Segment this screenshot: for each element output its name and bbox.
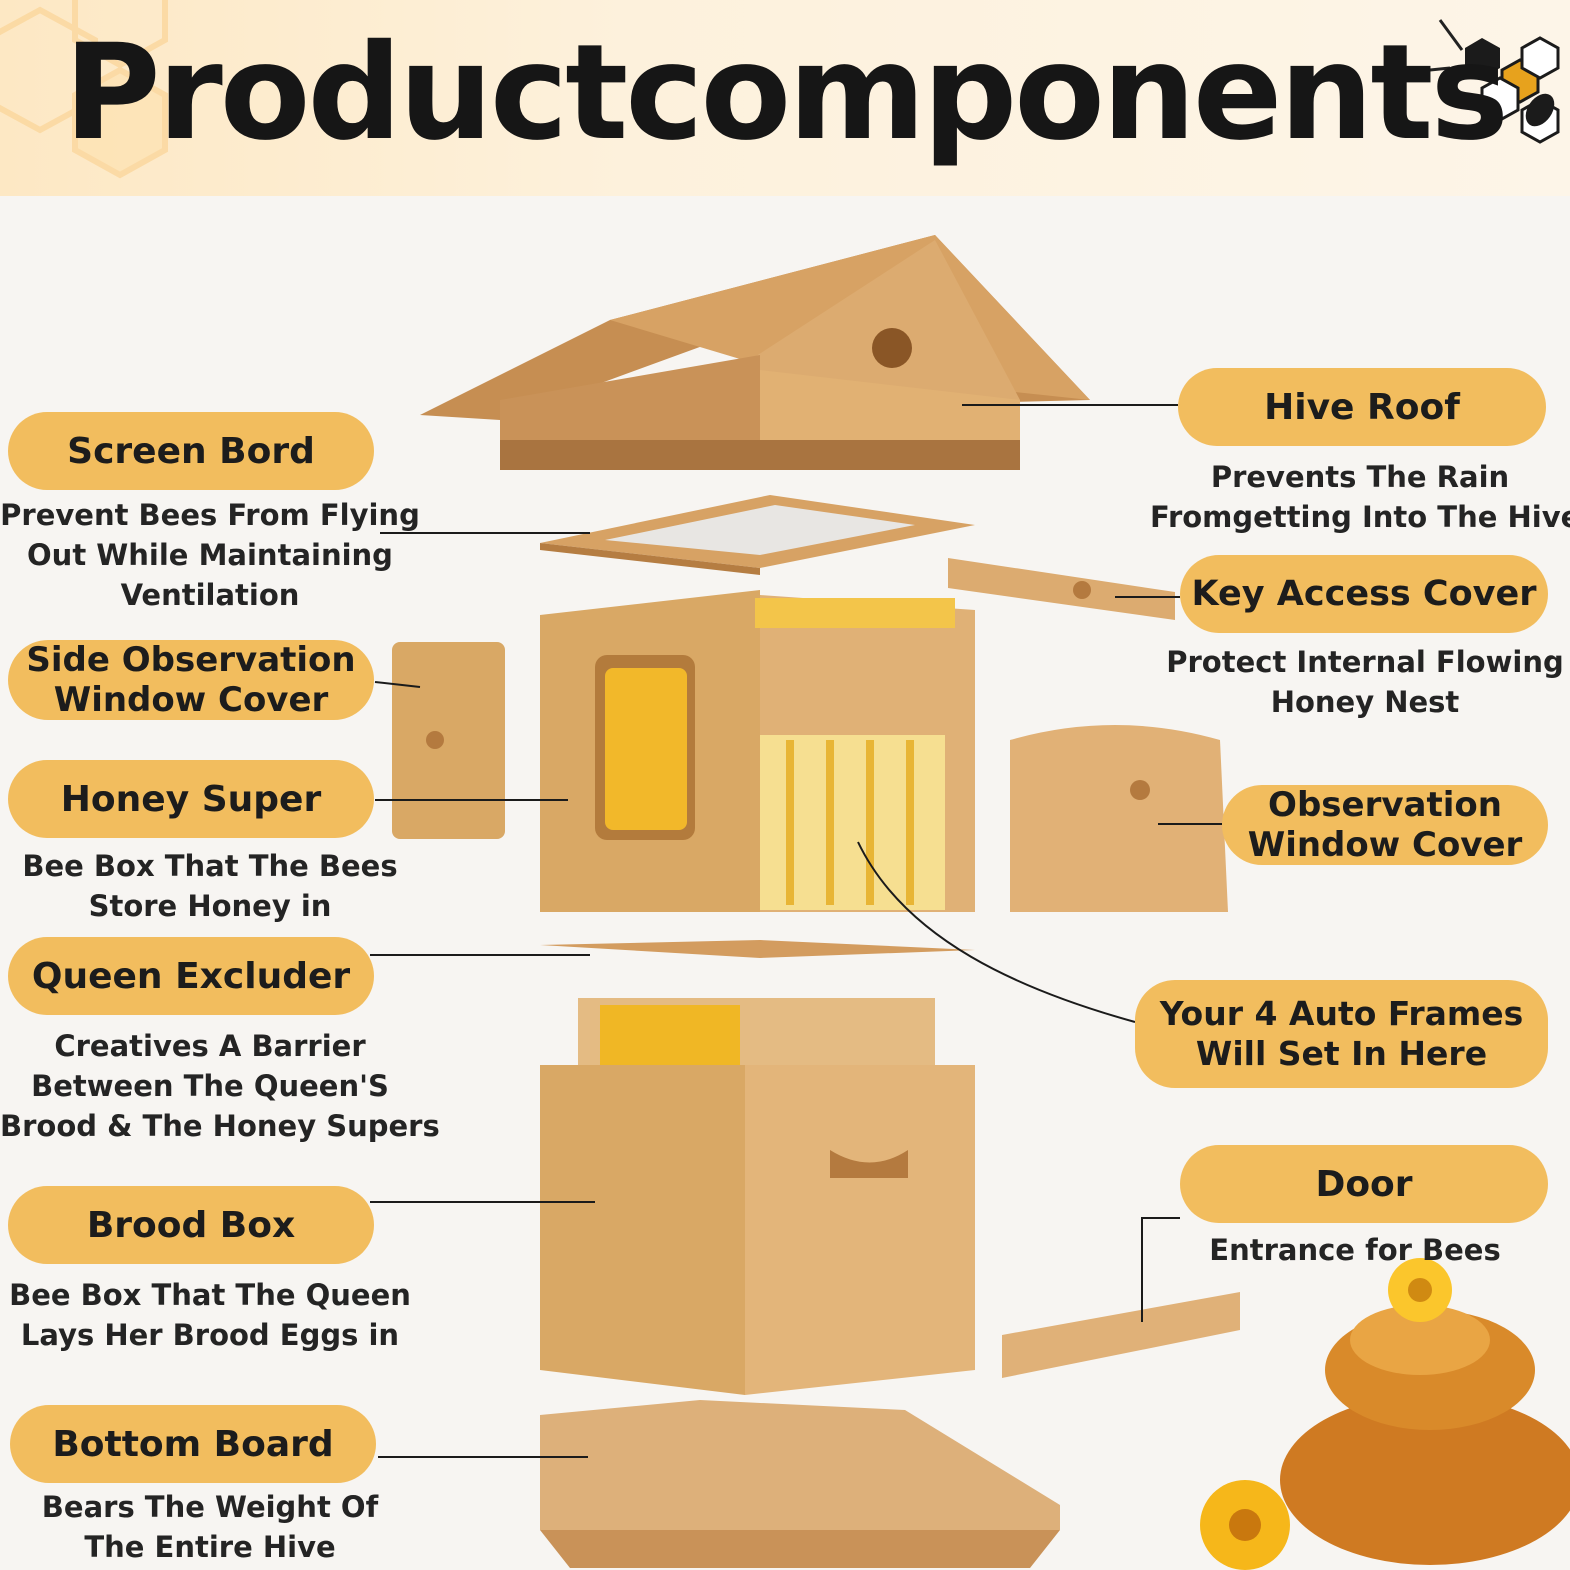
hive-roof-label: Hive Roof	[1178, 368, 1546, 446]
bottom-board-label: Bottom Board	[10, 1405, 376, 1483]
observation-window-cover	[1010, 725, 1228, 912]
hive-roof	[420, 235, 1090, 470]
queen-excluder-description: Creatives A Barrier Between The Queen'S …	[0, 1029, 440, 1143]
connector-lines	[370, 404, 1222, 1458]
door-label: Door	[1180, 1145, 1548, 1223]
honeycomb-flowers-decoration	[1200, 1258, 1570, 1570]
honeycomb-background-icon	[0, 0, 168, 179]
brood-box-description: Bee Box That The Queen Lays Her Brood Eg…	[9, 1278, 411, 1352]
header-band	[0, 0, 1570, 196]
bottom-board	[540, 1400, 1060, 1568]
door-description: Entrance for Bees	[1209, 1233, 1501, 1267]
page-title: Productcomponents	[63, 16, 1509, 170]
bottom-board-description: Bears The Weight Of The Entire Hive	[41, 1490, 379, 1564]
screen-board-description: Prevent Bees From Flying Out While Maint…	[0, 498, 420, 612]
queen-excluder-label: Queen Excluder	[8, 937, 374, 1015]
key-access-cover-label: Key Access Cover	[1180, 555, 1548, 633]
honey-super	[540, 590, 975, 912]
screen-board	[540, 495, 975, 575]
brood-box	[540, 998, 975, 1395]
side-window-cover	[392, 642, 505, 839]
bee-honeycomb-logo-icon	[1409, 19, 1560, 144]
brood-box-label: Brood Box	[8, 1186, 374, 1264]
screen-board-label: Screen Bord	[8, 412, 374, 490]
hive-roof-description: Prevents The Rain Fromgetting Into The H…	[1150, 460, 1570, 534]
queen-excluder	[540, 940, 975, 958]
key-access-cover	[948, 558, 1175, 620]
door	[1002, 1292, 1240, 1378]
key-access-cover-description: Protect Internal Flowing Honey Nest	[1166, 645, 1564, 719]
honey-super-label: Honey Super	[8, 760, 374, 838]
honey-super-description: Bee Box That The Bees Store Honey in	[22, 849, 398, 923]
